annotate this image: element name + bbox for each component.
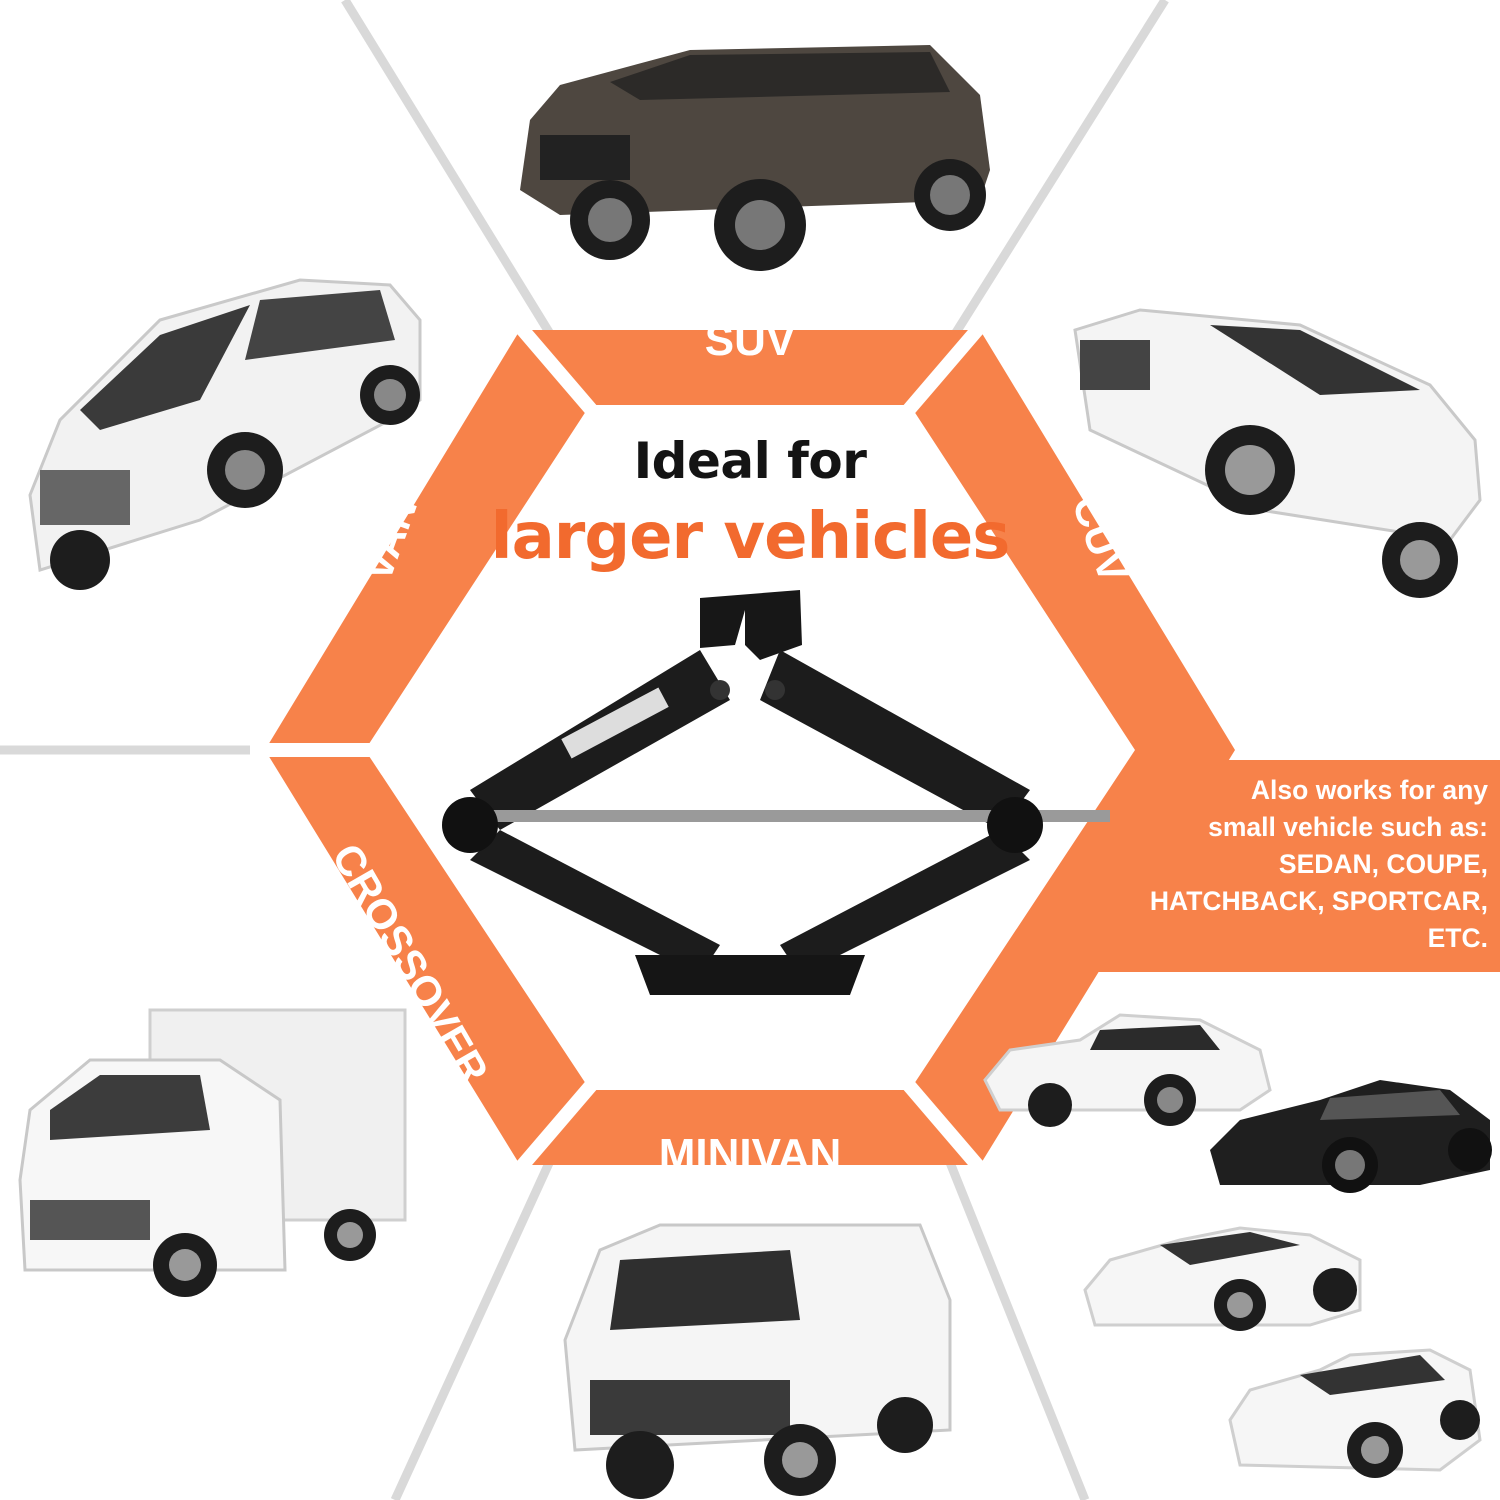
van-car-icon [28,278,422,590]
also-works-line: SEDAN, COUPE, [1278,849,1488,879]
headline-ideal-for: Ideal for [633,432,867,490]
also-works-panel [1060,760,1500,972]
divider-lines [0,0,1169,1500]
headline-larger-vehicles: larger vehicles [490,500,1011,574]
also-works-line: HATCHBACK, SPORTCAR, [1149,886,1488,916]
hatchback-car-icon [1228,1348,1482,1478]
segment-label-minivan: MINIVAN [658,1130,842,1179]
segment-label-suv: SUV [704,316,796,365]
sedan-car-icon [1083,1226,1362,1331]
box-truck-icon [18,1008,407,1297]
coupe-car-icon [1210,1080,1492,1193]
sports-car-icon [983,1013,1272,1127]
scissor-jack-icon [442,590,1110,995]
cargo-van-icon [563,1223,952,1499]
also-works-line: ETC. [1427,923,1488,953]
cuv-car-icon [1073,308,1482,598]
also-works-line: Also works for any [1250,775,1488,805]
ring-gaps [250,310,996,1185]
also-works-text: Also works for any small vehicle such as… [1080,772,1488,957]
suv-car-icon [520,45,990,271]
also-works-line: small vehicle such as: [1208,812,1488,842]
hexagon-ring [250,310,1500,1185]
